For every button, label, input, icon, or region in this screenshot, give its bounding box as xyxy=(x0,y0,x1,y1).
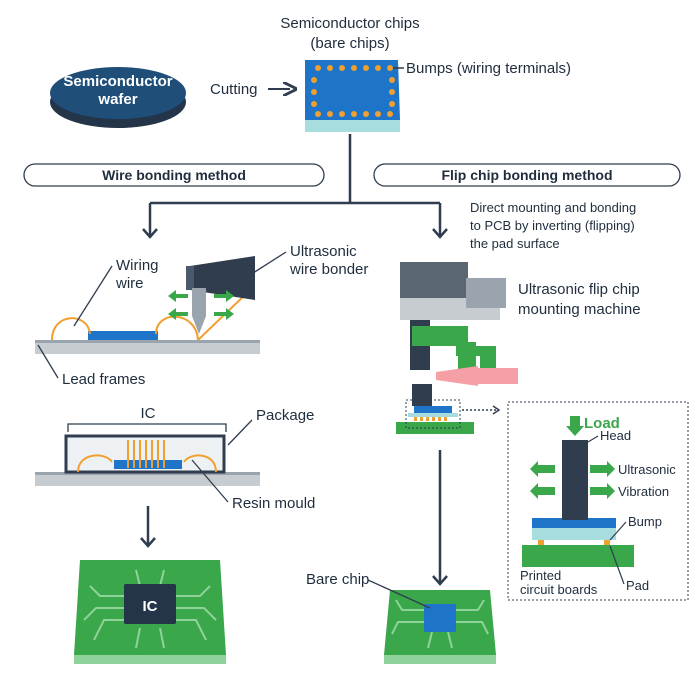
pcb-label-2: circuit boards xyxy=(520,582,598,597)
head-leader xyxy=(587,435,599,443)
ic-chip-label: IC xyxy=(143,598,158,615)
vibration-arrows-icon xyxy=(168,290,234,320)
wiring-leader xyxy=(73,265,113,327)
lead-frames-leader xyxy=(37,344,59,379)
package-leader xyxy=(227,419,253,446)
pcb-label-1: Printed xyxy=(520,568,561,583)
left-down-arrow xyxy=(140,506,156,548)
resin-mould-leader xyxy=(191,459,229,503)
wire-bonder-leader xyxy=(249,251,287,276)
pad-leader xyxy=(609,545,625,585)
ic-on-pcb: IC xyxy=(74,560,226,664)
flip-desc-3: the pad surface xyxy=(470,236,560,251)
bare-chips-subtitle: (bare chips) xyxy=(310,35,389,52)
bumps-icon xyxy=(311,65,395,117)
wafer-label-1: Semiconductor xyxy=(63,73,172,90)
semiconductor-chips-title: Semiconductor chips xyxy=(280,15,419,32)
load-label: Load xyxy=(584,415,620,432)
flip-desc-2: to PCB by inverting (flipping) xyxy=(470,218,635,233)
bump-leader xyxy=(609,521,627,541)
bumps-label: Bumps (wiring terminals) xyxy=(406,60,571,77)
vibration-label: Vibration xyxy=(618,484,669,499)
wire-bonding-method-pill: Wire bonding method xyxy=(23,163,325,187)
ultrasonic-wire-label-2: wire bonder xyxy=(289,261,368,278)
semiconductor-wafer: Semiconductor wafer xyxy=(50,67,186,128)
flip-machine-label-1: Ultrasonic flip chip xyxy=(518,281,640,298)
flip-chip-method-pill: Flip chip bonding method xyxy=(373,163,681,187)
resin-mould-label: Resin mould xyxy=(232,495,315,512)
detail-vibration-arrows-icon xyxy=(530,416,615,499)
wire-bonder-scene xyxy=(35,256,260,354)
flip-desc-1: Direct mounting and bonding xyxy=(470,200,636,215)
bump-label: Bump xyxy=(628,514,662,529)
wire-bonding-method-label: Wire bonding method xyxy=(102,167,246,183)
ultrasonic-label: Ultrasonic xyxy=(618,462,676,477)
ic-package-cross-section xyxy=(35,434,260,486)
branch-connector xyxy=(142,134,448,239)
pad-label: Pad xyxy=(626,578,649,593)
flip-machine-label-2: mounting machine xyxy=(518,301,641,318)
flip-chip-method-label: Flip chip bonding method xyxy=(441,167,612,183)
bare-chip-label: Bare chip xyxy=(306,571,369,588)
detail-illustration xyxy=(522,416,634,567)
lead-frames-label: Lead frames xyxy=(62,371,145,388)
bare-chip-with-bumps xyxy=(305,60,400,132)
head-label: Head xyxy=(600,428,631,443)
wiring-label-2: wire xyxy=(115,275,144,292)
bare-chip-on-pcb xyxy=(384,590,496,664)
package-label: Package xyxy=(256,407,314,424)
ultrasonic-wire-label-1: Ultrasonic xyxy=(290,243,357,260)
right-down-arrow xyxy=(432,450,448,586)
bare-chip-leader xyxy=(367,579,431,609)
wafer-label-2: wafer xyxy=(97,91,137,108)
ic-bracket xyxy=(67,423,227,432)
cutting-label: Cutting xyxy=(210,81,258,98)
wiring-label-1: Wiring xyxy=(116,257,159,274)
ic-label: IC xyxy=(141,405,156,422)
flip-chip-machine xyxy=(396,262,518,434)
